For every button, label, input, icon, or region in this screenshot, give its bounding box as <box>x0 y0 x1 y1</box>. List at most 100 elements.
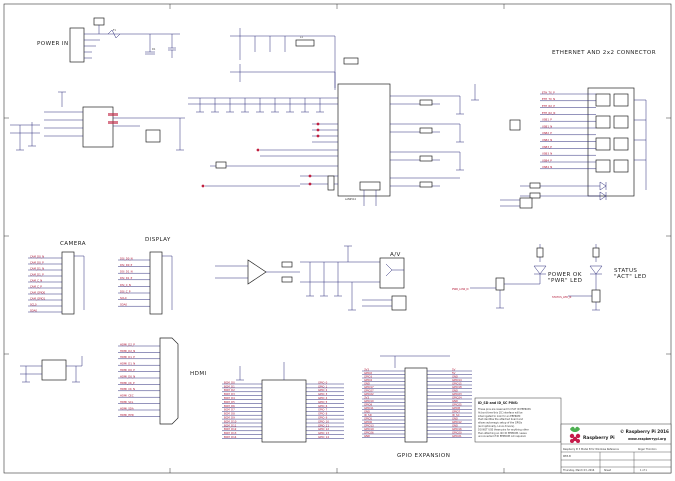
soc-right-net-label: GPIO_11 <box>318 423 329 427</box>
audio-opamp <box>247 259 267 285</box>
power-led-block: PWR_LOW_N <box>452 244 547 309</box>
gpio-right-net-label: GPIO12 <box>452 420 462 424</box>
gpio-left-net-label: GND <box>364 381 370 385</box>
soc-right-net-label: GPIO_0 <box>318 380 328 384</box>
gpio-right-net-label: GPIO23 <box>452 392 462 396</box>
hdmi-net-label: HDMI_D0_P <box>120 368 135 372</box>
ethernet-net-label: USB4_N <box>542 165 552 169</box>
soc-left-net-label: BCM_D7 <box>224 408 235 412</box>
gpio-right-net-label: ID_SC <box>452 413 460 417</box>
gpio-left-net-label: GPIO22 <box>364 392 374 396</box>
display-fpc-connector <box>149 251 163 315</box>
ethernet-net-label: USB1_P <box>542 118 552 122</box>
gpio-right-net-label: GPIO24 <box>452 395 462 399</box>
hdmi-connector <box>159 337 179 425</box>
soc-left-net-label: BCM_D9 <box>224 416 235 420</box>
gpio-left-net-label: GPIO5 <box>364 416 372 420</box>
gpio-right-net-label: GND <box>452 416 458 420</box>
gpio-left-net-label: GPIO9 <box>364 402 372 406</box>
soc-left-net-label: BCM_D11 <box>224 423 237 427</box>
ethernet-net-label: USB3_N <box>542 152 552 156</box>
gpio-left-net-label: GPIO10 <box>364 399 374 403</box>
soc-right-net-label: GPIO_1 <box>318 384 328 388</box>
hdmi-net-label: HDMI_D2_P <box>120 342 135 346</box>
titleblock-sheet: Sheet <box>604 469 611 472</box>
soc-left-net-label: BCM_D13 <box>224 431 237 435</box>
gpio-right-net-label: GPIO20 <box>452 430 462 434</box>
magnetics <box>595 93 629 173</box>
lan-chip <box>337 83 391 197</box>
ethernet-net-label: ETH_TX_N <box>542 97 555 101</box>
soc-right-net-label: GPIO_14 <box>318 435 329 439</box>
soc-left-net-label: BCM_D2 <box>224 388 235 392</box>
gpio-right-net-label: GND <box>452 423 458 427</box>
notes-line: allows automagic setup of the GPIOs <box>478 422 523 425</box>
display-net-label: DSI_D1_P <box>120 276 133 280</box>
titleblock-author: Roger Thornton <box>638 448 657 451</box>
notes-line: interrogated to look for an EEPROM <box>478 415 520 418</box>
ethernet-net-label: ETH_RX_P <box>542 104 555 108</box>
hdmi-net-label: HDMI_SDA <box>120 406 134 410</box>
gpio-right-net-label: GND <box>452 374 458 378</box>
gpio-right-net-label: GPIO15 <box>452 381 462 385</box>
gpio-right-net-label: GND <box>452 388 458 392</box>
display-net-label: DSI_D0_P <box>120 263 133 267</box>
fuse <box>93 17 105 26</box>
hdmi-net-label: HDMI_SCL <box>120 400 134 404</box>
camera-net-label: CAM_D1_P <box>30 272 44 276</box>
soc-bank <box>261 379 307 443</box>
gpio-left-net-label: GPIO6 <box>364 420 372 424</box>
gpio-left-net-label: ID_SD <box>364 413 372 417</box>
notes-line: unconnected if ID EEPROM not required. <box>478 435 526 438</box>
pwr-led-net-label: PWR_LOW_N <box>452 287 468 291</box>
display-net-label: SDA0 <box>120 303 127 307</box>
gpio-right-net-label: GPIO16 <box>452 427 462 431</box>
hdmi-net-label: HDMI_D1_P <box>120 355 135 359</box>
gpio-left-net-label: GPIO26 <box>364 430 374 434</box>
soc-left-net-label: BCM_D10 <box>224 419 237 423</box>
gpio-left-net-label: 3V3 <box>364 395 369 399</box>
section-title-ethernet: ETHERNET AND 2x2 CONNECTOR <box>552 50 656 56</box>
ethernet-net-label: USB1_N <box>542 124 552 128</box>
av-esd-diode <box>391 295 407 311</box>
power-in-block: F1 D1 <box>69 17 180 63</box>
notes-line: than attaching an I2C ID EEPROM. Leave <box>478 432 527 435</box>
gpio-left-net-label: GND <box>364 409 370 413</box>
notes-line: These pins are reserved for HAT ID EEPRO… <box>478 408 531 411</box>
regulator-bottom-left <box>20 356 83 383</box>
soc-right-net-label: GPIO_8 <box>318 412 328 416</box>
soc-left-net-label: BCM_D8 <box>224 412 235 416</box>
gpio-left-net-label: GPIO2 <box>364 371 372 375</box>
gpio-40w-header <box>404 367 428 443</box>
soc-right-net-label: GPIO_3 <box>318 392 328 396</box>
soc-left-net-label: BCM_D12 <box>224 427 237 431</box>
hdmi-net-label: HDMI_CK_N <box>120 387 135 391</box>
section-title-power-in: POWER IN <box>37 41 69 47</box>
gpio-left-net-label: GND <box>364 434 370 438</box>
svg-text:L1: L1 <box>300 36 303 39</box>
display-net-label: DSI_D1_N <box>120 270 133 274</box>
soc-left-net-label: BCM_D1 <box>224 384 235 388</box>
zone-ticks <box>4 4 671 473</box>
camera-net-label: SDA0 <box>30 308 37 312</box>
hdmi-net-label: HDMI_CEC <box>120 394 134 398</box>
titleblock-date: Thursday, March 03, 2016 <box>563 469 595 472</box>
display-net-label: DSI_C_N <box>120 283 131 287</box>
notes-box: ID_SD and ID_SC PINS: These pins are res… <box>474 397 562 443</box>
inductor <box>145 129 161 143</box>
camera-net-label: CAM_D0_N <box>30 254 44 258</box>
ethernet-net-label: USB4_P <box>542 158 552 162</box>
raspberry-pi-logo <box>569 426 581 443</box>
gpio-block: 3V3GPIO2GPIO3GPIO4GNDGPIO17GPIO27GPIO223… <box>362 355 472 443</box>
soc-left-net-label: BCM_D4 <box>224 396 235 400</box>
act-led-net-label: STATUS_LED_N <box>552 295 571 299</box>
gpio-right-net-label: GPIO18 <box>452 385 462 389</box>
lan-chip-label: LAN9514 <box>345 198 356 201</box>
display-net-label: DSI_D0_N <box>120 256 133 260</box>
notes-line: that identifes the attached board and <box>478 418 523 421</box>
notes-title: ID_SD and ID_SC PINS: <box>478 401 518 405</box>
soc-right-net-label: GPIO_12 <box>318 427 329 431</box>
camera-fpc-connector <box>61 251 75 315</box>
power-led-transistor <box>495 277 505 291</box>
